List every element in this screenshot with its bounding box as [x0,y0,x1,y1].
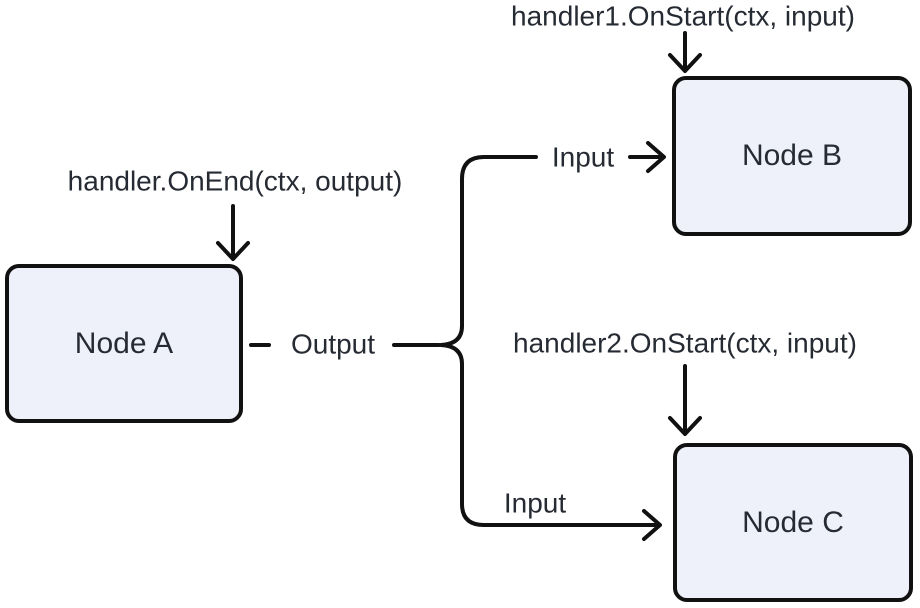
annotation-handler-onend: handler.OnEnd(ctx, output) [67,165,403,197]
down-arrow-node-b [668,31,702,73]
edge-label-input-bottom: Input [503,487,567,519]
down-arrow-node-c [668,364,702,436]
down-arrow-node-a [216,204,250,261]
fork-brace [439,155,486,527]
node-b-box: Node B [672,76,912,236]
node-b-label: Node B [741,139,843,172]
annotation-handler1-onstart: handler1.OnStart(ctx, input) [511,0,855,32]
annotation-handler2-onstart: handler2.OnStart(ctx, input) [513,327,857,359]
node-a-box: Node A [5,264,243,423]
input-arrow-bottom [482,509,662,541]
input-arrow-top [628,141,666,173]
edge-label-output: Output [290,328,376,360]
edge-label-input-top: Input [551,141,615,173]
node-a-label: Node A [74,326,174,360]
node-c-label: Node C [742,505,844,539]
node-c-box: Node C [673,443,913,602]
